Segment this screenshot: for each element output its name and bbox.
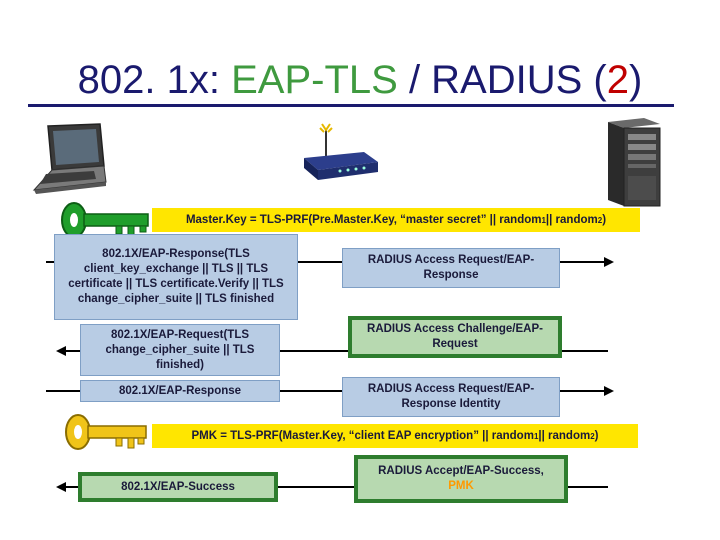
eap-request-tls-box: 802.1X/EAP-Request(TLS change_cipher_sui… [80, 324, 280, 376]
radius-access-request-1-box: RADIUS Access Request/EAP-Response [342, 248, 560, 288]
radius-accept-label: RADIUS Accept/EAP-Success, PMK [368, 464, 554, 494]
title-underline [28, 104, 674, 107]
title-middle: / RADIUS ( [397, 58, 607, 102]
wireless-router-icon [304, 123, 378, 180]
slide-title: 802. 1x: EAP-TLS / RADIUS (2) [0, 58, 720, 103]
eap-response-text: 802.1X/EAP-Response [118, 385, 242, 397]
arrow-line-2 [64, 350, 608, 352]
title-prefix: 802. 1x: [77, 58, 232, 102]
pmk-sub2: 2 [590, 431, 595, 441]
arrow-line-1 [46, 261, 608, 263]
radius-access-challenge-box: RADIUS Access Challenge/EAP-Request [348, 316, 562, 358]
master-key-text: Master.Key = TLS-PRF(Pre.Master.Key, “ma… [185, 214, 542, 226]
arrow-head-2 [56, 346, 66, 356]
pmk-end: ) [594, 430, 599, 442]
title-number: 2 [606, 58, 629, 102]
pmk-mid: || random [538, 430, 591, 442]
radius-access-challenge-text: RADIUS Access Challenge/EAP-Request [367, 323, 543, 350]
pmk-sub1: 1 [533, 431, 539, 441]
title-highlight: EAP-TLS [231, 58, 398, 102]
arrow-line-3 [46, 390, 608, 392]
laptop-icon [32, 123, 107, 194]
eap-response-tls-box: 802.1X/EAP-Response(TLS client_key_excha… [54, 234, 298, 320]
radius-accept-pmk: PMK [448, 480, 474, 492]
arrow-head-4 [56, 482, 66, 492]
pmk-formula: PMK = TLS-PRF(Master.Key, “client EAP en… [152, 424, 638, 448]
eap-success-text: 802.1X/EAP-Success [121, 481, 235, 493]
eap-response-tls-text: 802.1X/EAP-Response(TLS client_key_excha… [68, 248, 284, 305]
arrow-line-4 [66, 486, 608, 488]
eap-success-box: 802.1X/EAP-Success [78, 472, 278, 502]
eap-response-box: 802.1X/EAP-Response [80, 380, 280, 402]
server-tower-icon [608, 118, 661, 207]
radius-accept-box: RADIUS Accept/EAP-Success, PMK [354, 455, 568, 503]
eap-request-tls-text: 802.1X/EAP-Request(TLS change_cipher_sui… [105, 328, 255, 371]
master-key-mid: || random [545, 214, 598, 226]
pmk-text: PMK = TLS-PRF(Master.Key, “client EAP en… [191, 430, 534, 442]
master-key-end: ) [602, 214, 607, 226]
title-suffix: ) [628, 58, 643, 102]
arrow-head-1 [604, 257, 614, 267]
master-key-sub1: 1 [541, 215, 546, 225]
radius-accept-text: RADIUS Accept/EAP-Success, [378, 465, 544, 477]
radius-access-request-1-text: RADIUS Access Request/EAP-Response [367, 254, 535, 281]
master-key-sub2: 2 [597, 215, 603, 225]
gold-key-icon [65, 414, 147, 450]
master-key-formula: Master.Key = TLS-PRF(Pre.Master.Key, “ma… [152, 208, 640, 232]
arrow-head-3 [604, 386, 614, 396]
radius-access-request-2-box: RADIUS Access Request/EAP-Response Ident… [342, 377, 560, 417]
radius-access-request-2-text: RADIUS Access Request/EAP-Response Ident… [367, 383, 535, 410]
